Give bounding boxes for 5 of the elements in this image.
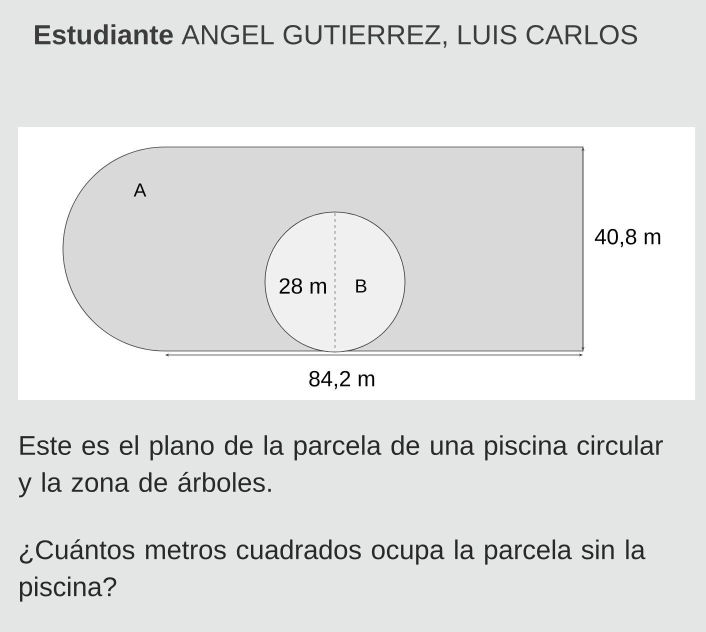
- dimension-label: 40,8 m: [594, 228, 660, 248]
- student-name: Estudiante ANGEL GUTIERREZ, LUIS CARLOS: [35, 24, 638, 48]
- question-text: ¿Cuántos metros cuadrados ocupa la parcela sin la piscina?: [20, 539, 646, 602]
- dimension-label: 28 m: [280, 278, 326, 294]
- question-text: Este es el plano de la parcela de una piscina circular y la zona de árboles.: [18, 435, 663, 498]
